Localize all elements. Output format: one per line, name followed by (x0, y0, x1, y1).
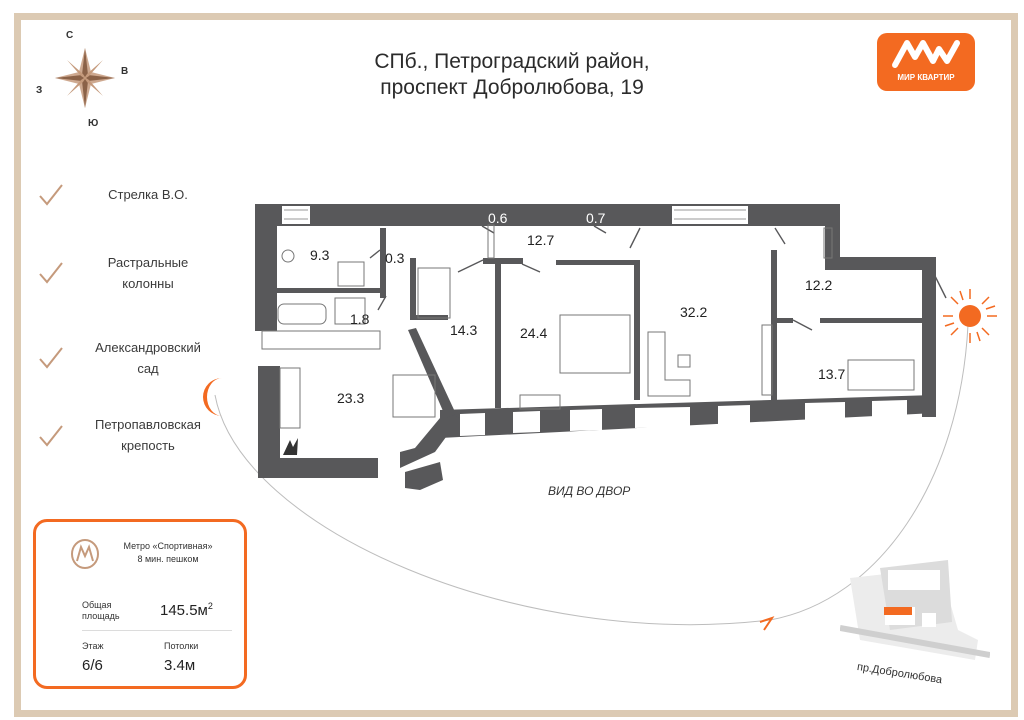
moon-icon (203, 378, 222, 416)
compass-north-label: С (66, 30, 74, 41)
brand-logo-icon (892, 40, 960, 68)
check-icon (39, 425, 63, 447)
room-area-label: 1.8 (350, 311, 370, 327)
room-area-label: 32.2 (680, 304, 708, 320)
sight-peter-paul-line2: крепость (121, 438, 175, 453)
sight-rostral-line2: колонны (122, 276, 174, 291)
compass-south-label: Ю (88, 118, 99, 129)
ceiling-label: Потолки (164, 641, 199, 651)
location-minimap (840, 560, 990, 660)
room-area-label: 12.2 (805, 277, 833, 293)
total-area-value: 145.5м2 (160, 601, 213, 619)
sun-icon (943, 289, 997, 343)
metro-walk-time: 8 мин. пешком (137, 554, 199, 564)
check-icon (39, 262, 63, 284)
sight-alexander-line2: сад (137, 361, 159, 376)
metro-icon (71, 539, 99, 569)
room-area-label: 0.7 (586, 210, 606, 226)
floor-label: Этаж (82, 641, 104, 651)
room-area-label: 23.3 (337, 390, 365, 406)
metro-station: Метро «Спортивная» (123, 541, 213, 551)
divider (82, 630, 232, 631)
sight-rostral-line1: Растральные (107, 255, 189, 270)
sight-alexander-line1: Александровский (95, 340, 201, 355)
check-icon (39, 184, 63, 206)
room-area-label: 9.3 (310, 247, 330, 263)
room-area-label: 0.6 (488, 210, 508, 226)
sight-peter-paul-line1: Петропавловская (95, 417, 201, 432)
compass-rose-icon (55, 48, 115, 108)
area-unit-superscript: 2 (207, 601, 213, 611)
brand-logo: МИР КВАРТИР (877, 33, 975, 91)
address-line-2: проспект Добролюбова, 19 (380, 76, 644, 99)
room-area-label: 12.7 (527, 232, 555, 248)
view-label: ВИД ВО ДВОР (548, 484, 631, 498)
floor-value: 6/6 (82, 657, 103, 674)
room-area-label: 14.3 (450, 322, 478, 338)
room-area-label: 13.7 (818, 366, 846, 382)
sight-strelka: Стрелка В.О. (108, 187, 188, 202)
brand-logo-text: МИР КВАРТИР (897, 73, 955, 82)
room-area-label: 24.4 (520, 325, 548, 341)
check-icon (39, 347, 63, 369)
address-line-1: СПб., Петроградский район, (374, 50, 650, 73)
area-label-line1: Общая (82, 600, 112, 610)
compass-west-label: З (36, 85, 43, 96)
compass-east-label: В (121, 66, 129, 77)
info-card: Метро «Спортивная» 8 мин. пешком Общая п… (33, 519, 247, 689)
ceiling-value: 3.4м (164, 657, 196, 674)
area-label-line2: площадь (82, 611, 120, 621)
room-area-label: 0.3 (385, 250, 405, 266)
total-area-number: 145.5м (160, 602, 208, 619)
